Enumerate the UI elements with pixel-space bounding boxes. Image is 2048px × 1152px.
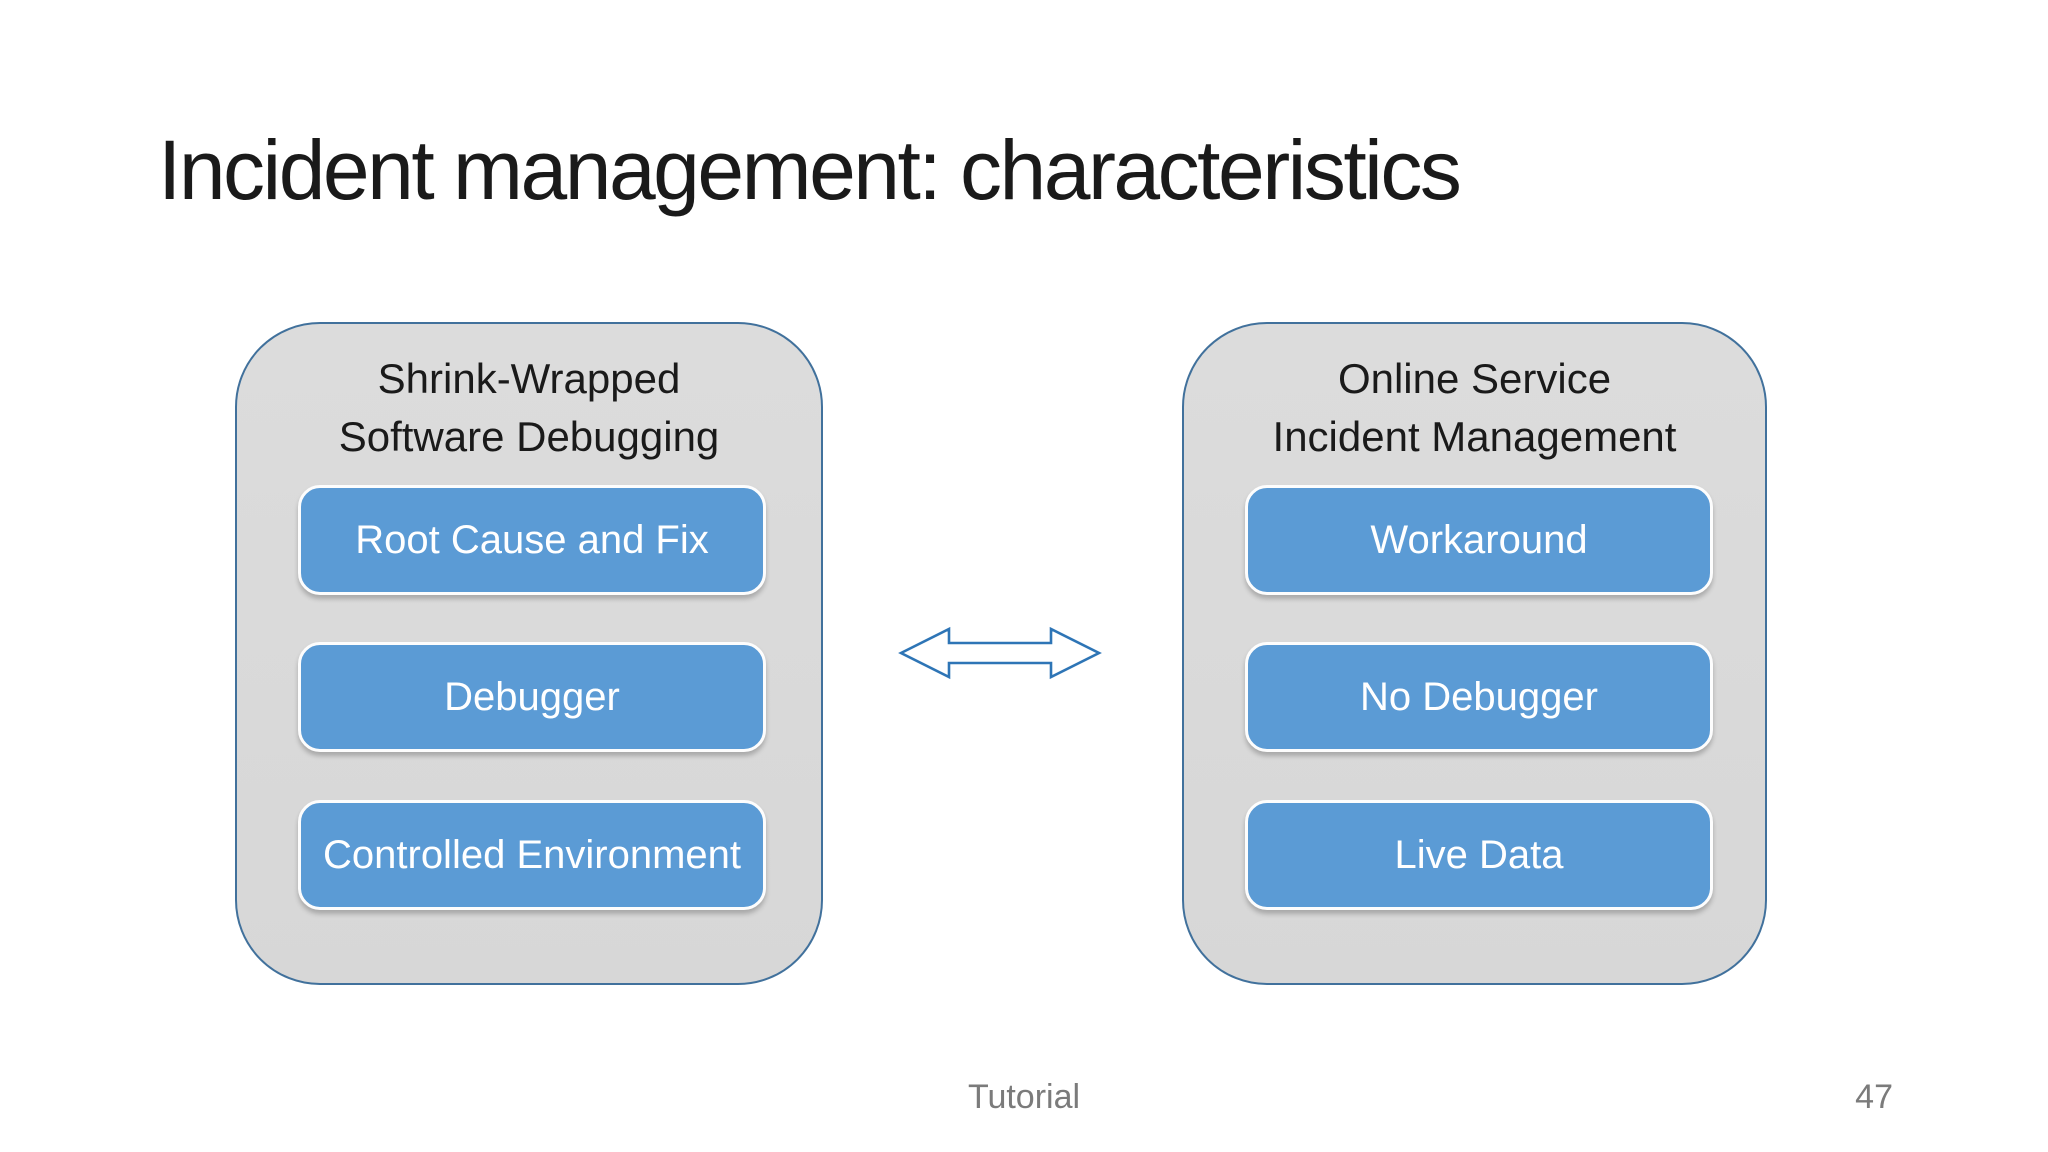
left-panel-title: Shrink-Wrapped Software Debugging (237, 350, 821, 466)
footer-label: Tutorial (967, 1078, 1081, 1116)
pill-live-data: Live Data (1245, 800, 1713, 910)
pill-controlled-environment: Controlled Environment (298, 800, 766, 910)
pill-debugger: Debugger (298, 642, 766, 752)
right-panel-title-line1: Online Service (1337, 355, 1612, 402)
right-panel-title-line2: Incident Management (1272, 412, 1677, 460)
pill-root-cause-and-fix: Root Cause and Fix (298, 485, 766, 595)
pill-no-debugger: No Debugger (1245, 642, 1713, 752)
right-panel: Online Service Incident Management Worka… (1182, 322, 1767, 985)
left-panel-title-line1: Shrink-Wrapped (377, 355, 681, 402)
right-panel-title: Online Service Incident Management (1184, 350, 1765, 466)
slide-title: Incident management: characteristics (158, 123, 1462, 217)
left-panel: Shrink-Wrapped Software Debugging Root C… (235, 322, 823, 985)
pill-workaround: Workaround (1245, 485, 1713, 595)
double-headed-arrow-icon (898, 622, 1102, 684)
page-number: 47 (1855, 1078, 1893, 1116)
left-panel-title-line2: Software Debugging (338, 412, 720, 460)
